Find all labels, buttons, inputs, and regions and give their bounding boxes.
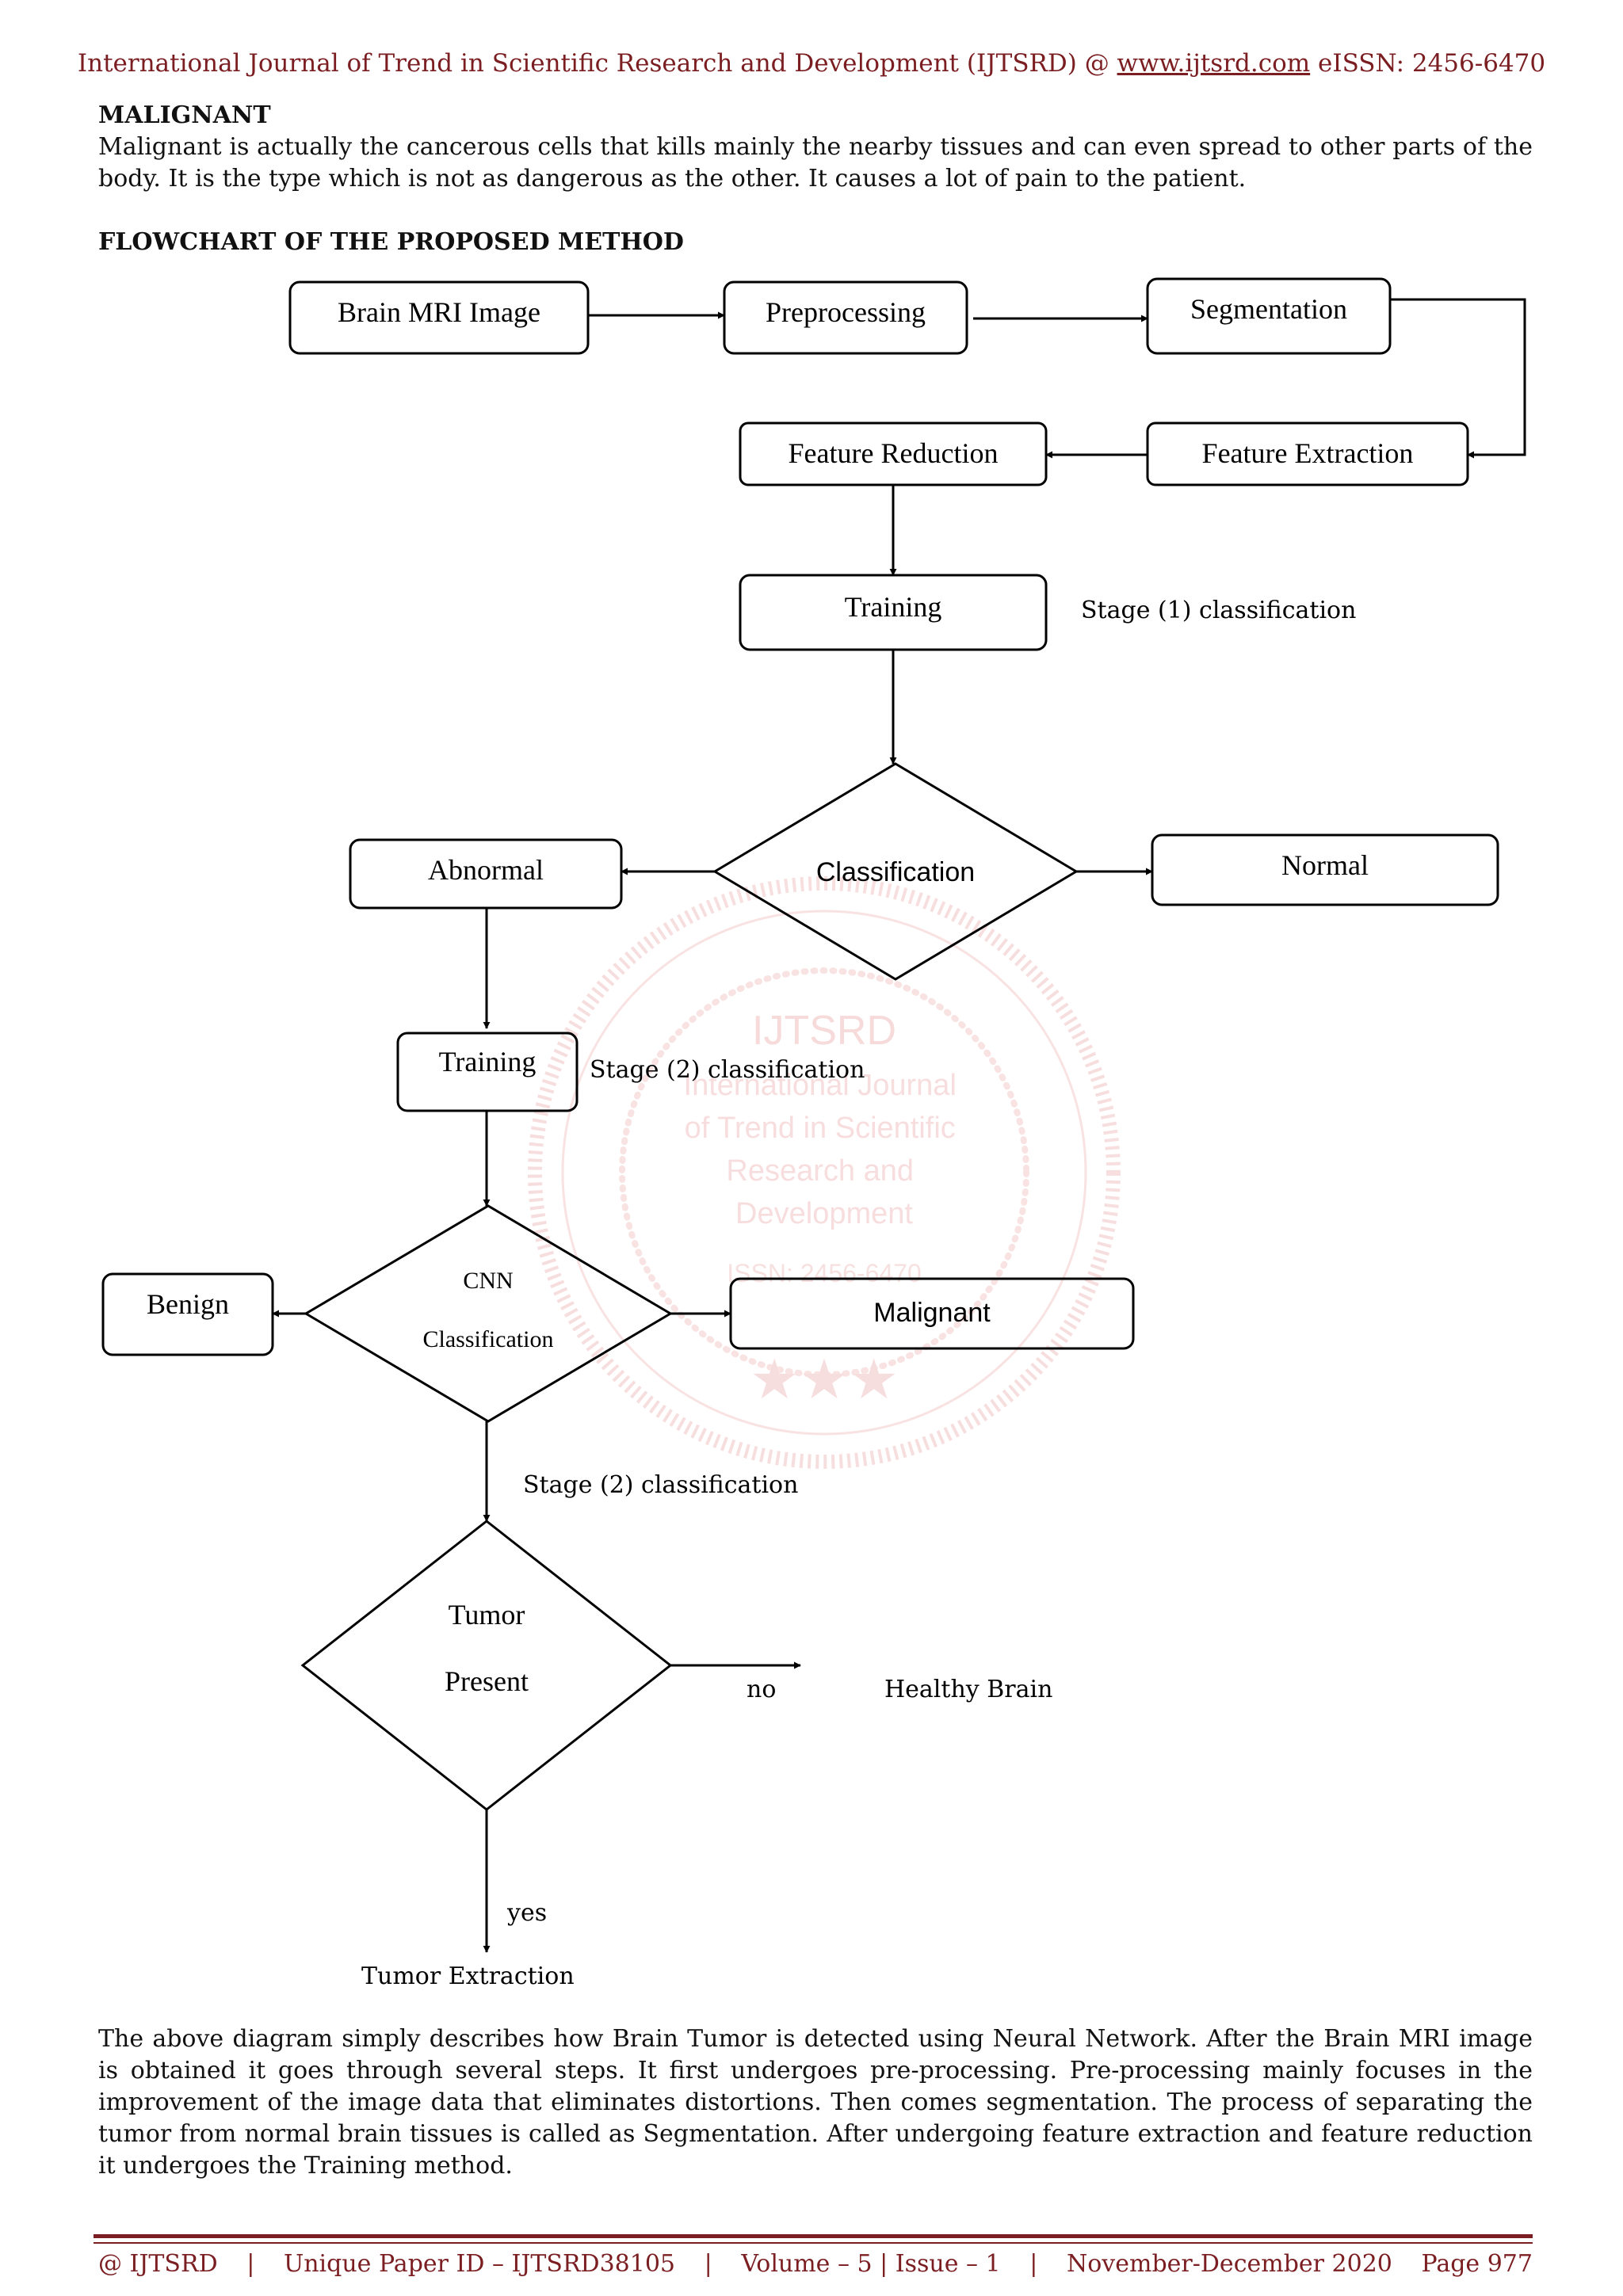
- label-feature-reduction: Feature Reduction: [789, 437, 999, 469]
- watermark-logo: IJTSRD: [752, 1008, 896, 1054]
- label-training-stage1: Training: [845, 591, 942, 623]
- watermark-stars: ★★★: [750, 1347, 899, 1412]
- label-feature-extraction: Feature Extraction: [1202, 437, 1414, 469]
- label-cnn-line2: Classification: [423, 1326, 554, 1352]
- diagram-description-paragraph: The above diagram simply describes how B…: [98, 2025, 1533, 2180]
- label-healthy-brain: Healthy Brain: [884, 1676, 1052, 1703]
- page-footer: @ IJTSRD | Unique Paper ID – IJTSRD38105…: [98, 2250, 1533, 2278]
- watermark-line4: Development: [735, 1197, 913, 1230]
- watermark-line2: of Trend in Scientific: [685, 1112, 956, 1145]
- label-tumor-line1: Tumor: [449, 1599, 525, 1630]
- label-tumor-extraction: Tumor Extraction: [361, 1962, 575, 1990]
- node-cnn-classification: [304, 1204, 673, 1423]
- journal-website-link[interactable]: www.ijtsrd.com: [1117, 49, 1311, 78]
- svg-text:International Journal of: International Journal of Trend in Scient…: [684, 1069, 965, 1230]
- label-brain-mri: Brain MRI Image: [338, 296, 540, 328]
- label-training-stage2: Training: [439, 1046, 537, 1077]
- label-preprocessing: Preprocessing: [766, 296, 926, 328]
- footer-rule-thick: [94, 2234, 1533, 2238]
- label-malignant: Malignant: [873, 1298, 991, 1328]
- running-header: International Journal of Trend in Scient…: [0, 49, 1623, 78]
- label-classification: Classification: [816, 857, 975, 887]
- footer-rule-thin: [94, 2242, 1533, 2244]
- journal-issn: eISSN: 2456-6470: [1310, 49, 1546, 78]
- watermark-issn: ISSN: 2456-6470: [727, 1259, 922, 1287]
- node-brain-mri: [288, 280, 590, 355]
- label-normal: Normal: [1281, 849, 1369, 881]
- watermark-line1: International Journal: [684, 1069, 957, 1102]
- malignant-paragraph: Malignant is actually the cancerous cell…: [98, 133, 1533, 193]
- footer-publisher: @ IJTSRD: [98, 2250, 218, 2278]
- footer-separator: |: [246, 2250, 255, 2278]
- flowchart-title: FLOWCHART OF THE PROPOSED METHOD: [98, 228, 684, 256]
- section-title-malignant: MALIGNANT: [98, 101, 271, 129]
- svg-text:IJTSRD: IJTSRD: [752, 1008, 896, 1054]
- footer-separator: |: [1029, 2250, 1038, 2278]
- footer-volume-issue: Volume – 5 | Issue – 1: [741, 2250, 1001, 2278]
- label-no: no: [747, 1676, 776, 1703]
- watermark-line3: Research and: [726, 1154, 914, 1188]
- ijtsrd-watermark-seal: IJTSRD International Journal of Trend in…: [528, 876, 1121, 1469]
- label-abnormal: Abnormal: [428, 854, 544, 886]
- label-stage1: Stage (1) classification: [1081, 597, 1356, 624]
- node-classification: [712, 762, 1079, 981]
- label-segmentation: Segmentation: [1190, 293, 1347, 325]
- footer-page-number: Page 977: [1421, 2250, 1533, 2278]
- label-cnn-line1: CNN: [463, 1268, 513, 1294]
- label-stage2-upper: Stage (2) classification: [590, 1056, 865, 1084]
- footer-date: November-December 2020: [1066, 2250, 1392, 2278]
- label-tumor-line2: Present: [445, 1665, 529, 1697]
- label-yes: yes: [506, 1899, 547, 1927]
- journal-name: International Journal of Trend in Scient…: [77, 49, 1117, 78]
- label-benign: Benign: [147, 1288, 229, 1320]
- footer-paper-id: Unique Paper ID – IJTSRD38105: [283, 2250, 676, 2278]
- footer-separator: |: [704, 2250, 712, 2278]
- edge-segmentation-to-extraction: [1390, 298, 1526, 459]
- label-stage2-lower: Stage (2) classification: [523, 1471, 798, 1499]
